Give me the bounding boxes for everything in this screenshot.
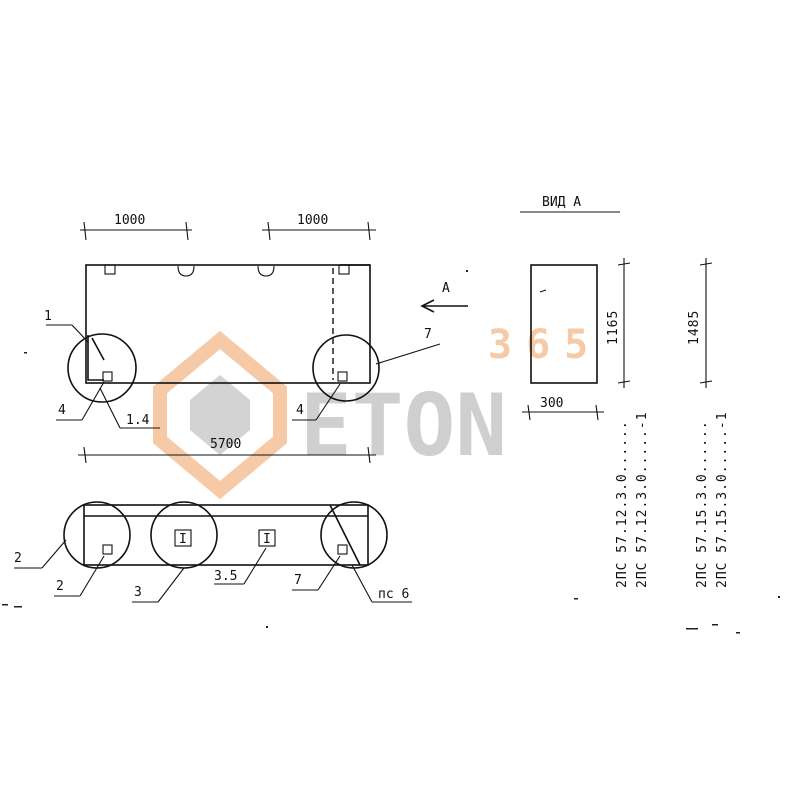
callout-4-right: 4 bbox=[296, 403, 304, 418]
plan-outline bbox=[83, 504, 369, 566]
front-view: 1000 1000 1 bbox=[44, 213, 468, 464]
callout-pos6: пс 6 bbox=[378, 587, 409, 602]
section-arrow-label: A bbox=[442, 281, 450, 296]
section-arrow-a: A bbox=[420, 281, 468, 313]
dim-overall-5700: 5700 bbox=[78, 437, 376, 464]
dim-300-label: 300 bbox=[540, 396, 563, 411]
watermark-brand: ETON bbox=[300, 376, 507, 476]
dim-right-label: 1000 bbox=[297, 213, 328, 228]
callout-2-inner: 2 bbox=[56, 579, 64, 594]
watermark: ETON 365 bbox=[153, 322, 602, 500]
detail-circle-right bbox=[312, 334, 380, 402]
callout-7: 7 bbox=[424, 327, 432, 342]
plan-circle-left bbox=[63, 501, 131, 569]
dim-left-1000: 1000 bbox=[80, 213, 192, 241]
dim-right-1000: 1000 bbox=[262, 213, 376, 241]
callout-3-5: 3.5 bbox=[214, 569, 237, 584]
dim-view-a-width: 300 bbox=[522, 396, 604, 421]
view-a-title: ВИД А bbox=[542, 195, 581, 210]
scan-specks bbox=[2, 270, 780, 634]
plan-view: I I 2 2 3 3.5 7 пс 6 bbox=[14, 501, 412, 603]
beam-outline bbox=[85, 264, 371, 384]
hook-mark-1: I bbox=[179, 532, 187, 547]
dim-overall-label: 5700 bbox=[210, 437, 241, 452]
dim-1485: 1485 bbox=[687, 258, 713, 388]
callout-4-left: 4 bbox=[58, 403, 66, 418]
lifting-loops bbox=[104, 264, 350, 277]
product-code-1: 2ПС 57.12.3.0...... bbox=[615, 420, 630, 588]
view-a: ВИД А 1165 300 1485 bbox=[520, 195, 713, 421]
product-code-2: 2ПС 57.12.3.0.....-1 bbox=[635, 411, 650, 588]
watermark-logo-icon bbox=[153, 330, 287, 500]
callout-3: 3 bbox=[134, 585, 142, 600]
product-code-4: 2ПС 57.15.3.0.....-1 bbox=[715, 411, 730, 588]
watermark-number: 365 bbox=[488, 322, 602, 368]
dim-1165-label: 1165 bbox=[606, 310, 621, 345]
view-a-section bbox=[530, 264, 598, 384]
callout-2-outer: 2 bbox=[14, 551, 22, 566]
product-codes: 2ПС 57.12.3.0...... 2ПС 57.12.3.0.....-1… bbox=[615, 411, 730, 588]
callout-1: 1 bbox=[44, 309, 52, 324]
product-code-3: 2ПС 57.15.3.0...... bbox=[695, 420, 710, 588]
dim-view-a-height: 1165 bbox=[606, 258, 631, 388]
dim-left-label: 1000 bbox=[114, 213, 145, 228]
callout-1-4: 1.4 bbox=[126, 413, 150, 428]
detail-circle-left bbox=[67, 333, 137, 403]
callout-7-plan: 7 bbox=[294, 573, 302, 588]
dim-1485-label: 1485 bbox=[687, 310, 702, 345]
hook-mark-2: I bbox=[263, 532, 271, 547]
callouts-front: 1 4 1.4 4 7 bbox=[44, 309, 441, 429]
plan-circle-right bbox=[320, 501, 388, 569]
callouts-plan: 2 2 3 3.5 7 пс 6 bbox=[14, 539, 412, 603]
